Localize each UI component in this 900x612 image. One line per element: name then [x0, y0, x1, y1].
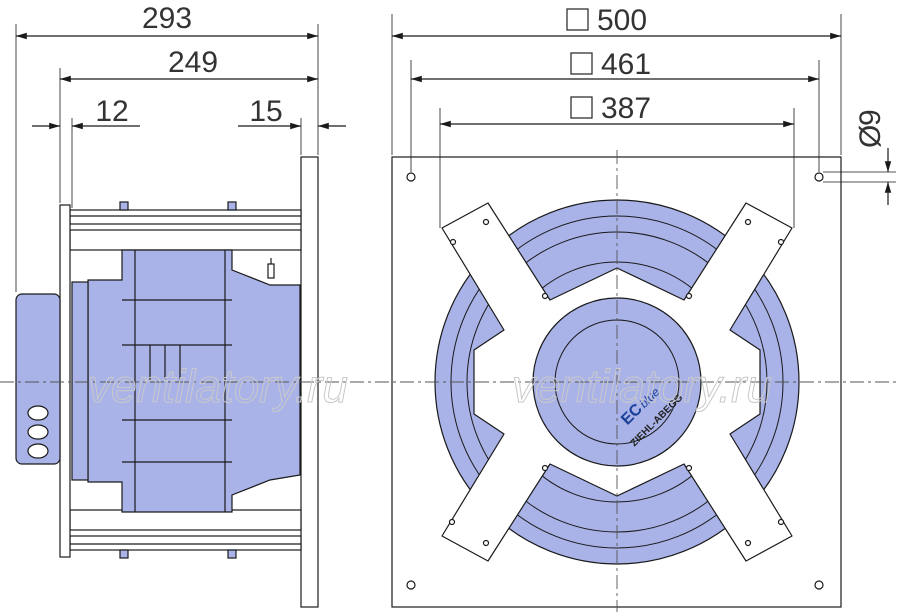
square-symbol-icon: [570, 52, 593, 75]
label-plate-thickness: 15: [249, 95, 282, 128]
label-plate-square: 500: [597, 4, 647, 37]
side-view: [15, 24, 319, 608]
label-front-offset: 12: [95, 95, 128, 128]
side-terminal-box: [15, 293, 61, 465]
mounting-hole: [406, 580, 416, 590]
mounting-hole: [814, 580, 824, 590]
mounting-hole: [406, 172, 416, 182]
side-motor-body: [87, 249, 301, 513]
square-symbol-icon: [566, 8, 589, 31]
side-frame-bar-bottom: [69, 509, 302, 531]
label-hole-diameter: 9: [854, 109, 887, 126]
side-frame-bar-top: [69, 209, 302, 225]
mounting-hole: [814, 172, 824, 182]
side-dimensions: [15, 32, 346, 130]
front-dimensions: [391, 14, 896, 228]
watermark-text: ventilatory.ru: [88, 360, 348, 412]
label-guard-square: 387: [601, 92, 651, 125]
label-body-depth: 249: [168, 46, 218, 79]
side-front-guard: [59, 204, 71, 558]
diameter-symbol-icon: Ø: [854, 125, 887, 148]
square-symbol-icon: [570, 96, 593, 119]
center-lines: [0, 150, 900, 612]
label-overall-depth: 293: [142, 2, 192, 35]
watermark-text: ventilatory.ru: [512, 360, 772, 412]
label-hole-spacing: 461: [601, 48, 651, 81]
